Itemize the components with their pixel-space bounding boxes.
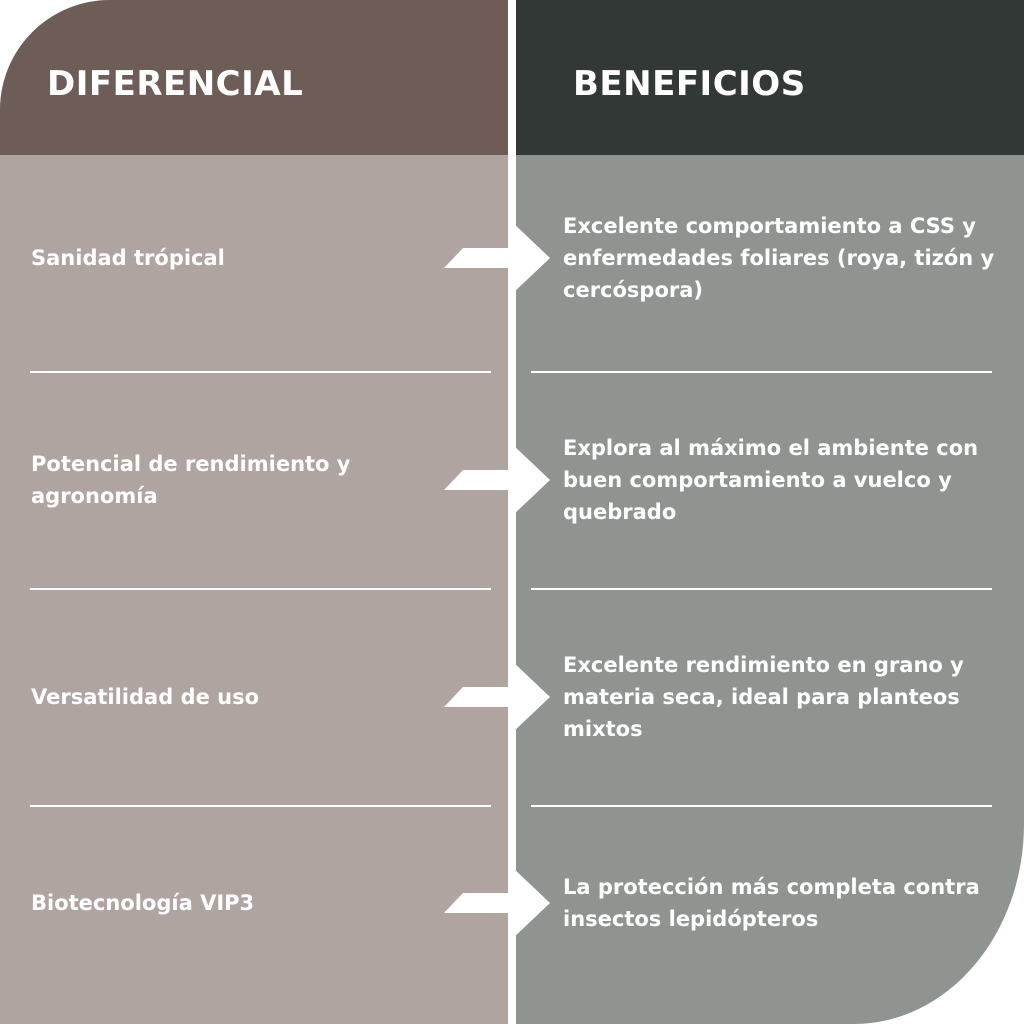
diferencial-item: Biotecnología VIP3 [31,891,255,915]
diferencial-header: DIFERENCIAL [0,0,508,155]
diferencial-title: DIFERENCIAL [47,64,304,104]
diferencial-item: Sanidad trópical [31,246,225,270]
arrow-right-icon [444,222,550,294]
arrow-right-icon [444,661,550,733]
beneficios-header: BENEFICIOS [516,0,1024,155]
diferencial-item: Versatilidad de uso [31,685,260,709]
arrow-right-icon [444,867,550,939]
divider [531,805,992,807]
beneficio-item: Excelente rendimiento en grano y materia… [563,653,964,741]
beneficios-title: BENEFICIOS [573,64,806,104]
divider [30,371,491,373]
beneficio-item: Explora al máximo el ambiente con buen c… [563,436,979,524]
divider [531,371,992,373]
arrow-right-icon [444,444,550,516]
diferencial-column: DIFERENCIAL Sanidad trópical Potencial d… [0,0,508,1024]
divider [30,588,491,590]
beneficio-item: La protección más completa contra insect… [563,875,980,931]
divider [30,805,491,807]
beneficio-item: Excelente comportamiento a CSS y enferme… [563,214,995,302]
diferencial-item: Potencial de rendimiento y agronomía [31,452,351,508]
divider [531,588,992,590]
beneficios-column: BENEFICIOS Excelente comportamiento a CS… [516,0,1024,1024]
